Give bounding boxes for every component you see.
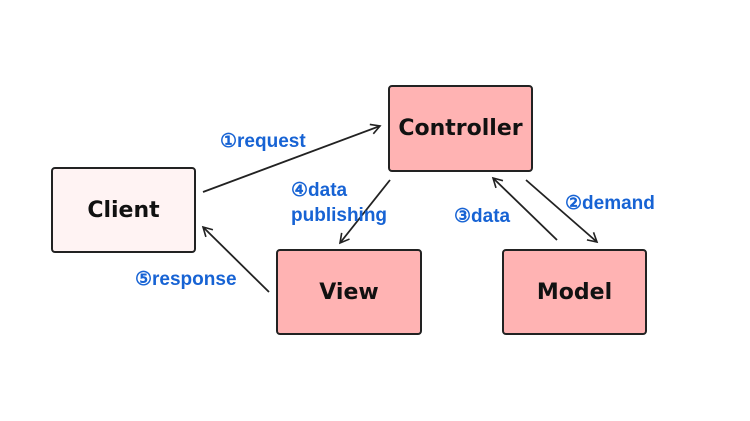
arrow-data-publishing — [338, 179, 391, 245]
data-publishing-label-line2: publishing — [291, 205, 388, 226]
controller-label: Controller — [398, 116, 523, 141]
client-box: Client — [51, 167, 196, 253]
response-label: ⑤response — [135, 269, 237, 290]
demand-label: ②demand — [565, 193, 655, 214]
data-label: ③data — [454, 206, 511, 227]
view-box: View — [276, 249, 422, 335]
data-publishing-label-line1: ④data — [291, 180, 348, 201]
controller-box: Controller — [388, 85, 533, 172]
view-label: View — [319, 279, 379, 305]
arrow-demand — [525, 179, 599, 244]
arrow-request — [202, 123, 382, 193]
arrow-data — [491, 176, 558, 241]
arrow-response — [201, 225, 270, 293]
client-label: Client — [87, 197, 160, 223]
model-label: Model — [536, 279, 613, 305]
model-box: Model — [502, 249, 647, 335]
request-label: ①request — [220, 131, 306, 152]
